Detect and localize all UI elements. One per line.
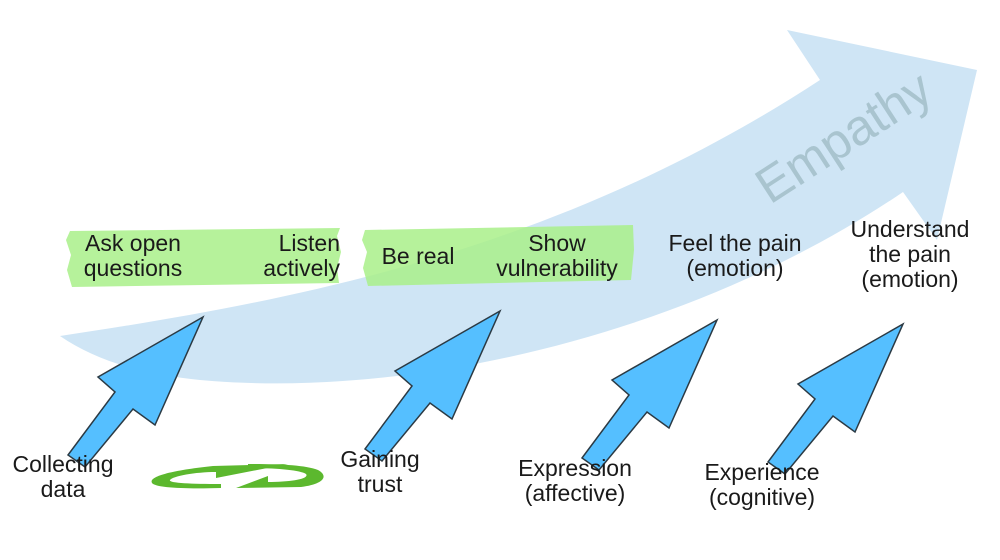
label-line: data — [40, 476, 86, 502]
label-listen-actively: Listen actively — [250, 231, 340, 281]
label-experience-cognitive: Experience (cognitive) — [692, 460, 832, 510]
label-line: vulnerability — [496, 255, 618, 281]
label-line: Collecting — [12, 451, 114, 477]
label-line: (emotion) — [686, 255, 784, 281]
label-line: (cognitive) — [708, 484, 816, 510]
label-line: the pain — [869, 241, 951, 267]
label-line: Listen — [278, 230, 340, 256]
label-line: Be real — [381, 243, 455, 269]
label-line: Ask open — [85, 230, 181, 256]
label-line: (emotion) — [861, 266, 959, 292]
label-line: Understand — [850, 216, 970, 242]
label-show-vulnerability: Show vulnerability — [482, 231, 632, 281]
highlight-strip-2 — [362, 225, 634, 286]
label-line: Experience — [704, 459, 820, 485]
label-line: actively — [263, 255, 340, 281]
label-collecting-data: Collecting data — [0, 452, 126, 502]
label-line: questions — [83, 255, 183, 281]
label-ask-open-questions: Ask open questions — [68, 231, 198, 281]
label-line: Gaining — [340, 446, 420, 472]
arrow-up-right-icon — [580, 318, 719, 472]
label-be-real: Be real — [368, 244, 468, 269]
label-gaining-trust: Gaining trust — [330, 447, 430, 497]
label-line: (affective) — [524, 480, 626, 506]
arrow-up-right-icon — [66, 315, 205, 469]
arrow-up-right-icon — [363, 309, 502, 463]
arrow-up-right-icon — [766, 322, 905, 476]
label-expression-affective: Expression (affective) — [505, 456, 645, 506]
highlight-strip-1 — [66, 228, 341, 287]
label-understand-the-pain: Understand the pain (emotion) — [840, 217, 980, 292]
cycle-arrows-icon — [151, 464, 324, 489]
label-line: Show — [528, 230, 586, 256]
label-line: trust — [357, 471, 403, 497]
label-feel-the-pain: Feel the pain (emotion) — [650, 231, 820, 281]
label-line: Expression — [518, 455, 632, 481]
label-line: Feel the pain — [668, 230, 802, 256]
